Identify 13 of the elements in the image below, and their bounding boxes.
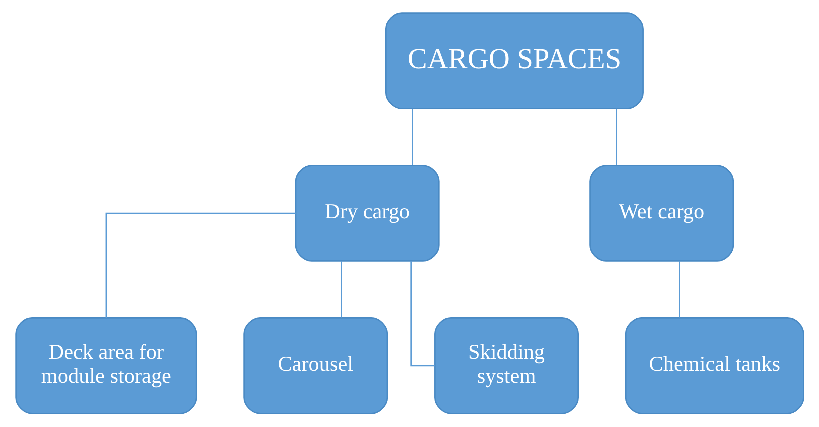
node-box: Wet cargo [589,165,734,262]
node-box: Dry cargo [294,165,440,262]
node-box: Skidding system [434,318,579,414]
connector [340,261,342,318]
node-box: Deck area for module storage [15,318,197,414]
node-box: Chemical tanks [624,318,804,414]
node-box: CARGO SPACES [384,12,644,110]
connector [616,108,617,166]
node-box: Carousel [243,318,388,414]
connector [678,261,680,318]
connector [105,212,296,318]
connector [411,108,413,166]
connector [410,261,434,367]
